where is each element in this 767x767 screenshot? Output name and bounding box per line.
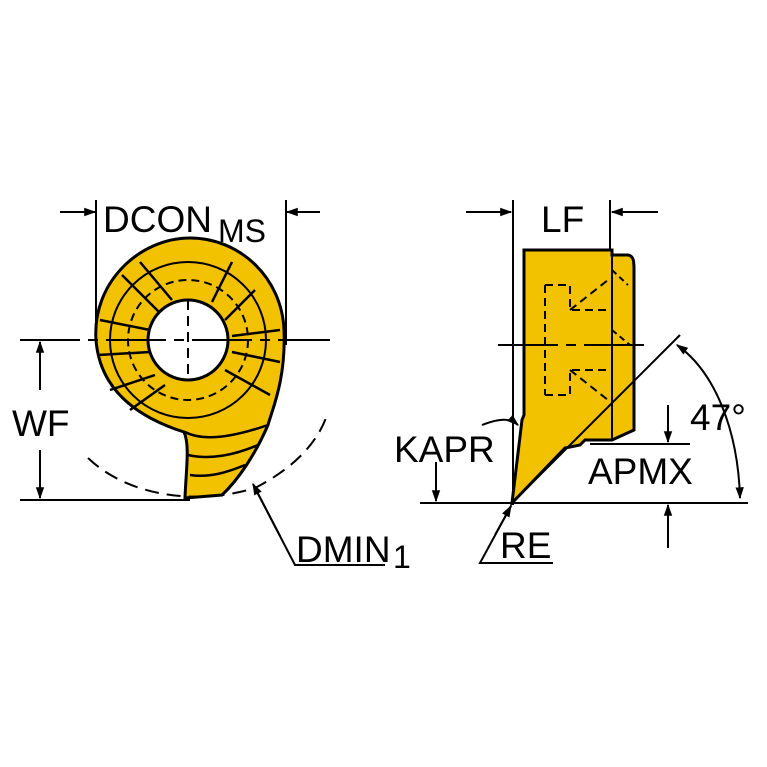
hidden-features-side xyxy=(544,255,631,440)
dmin-label: DMIN xyxy=(296,529,391,570)
angle-edge-line xyxy=(511,334,681,504)
wf-label: WF xyxy=(12,403,70,444)
dcon-label: DCON xyxy=(103,199,212,240)
angle-arc xyxy=(676,344,744,500)
lf-label: LF xyxy=(541,199,584,240)
angle-label: 47° xyxy=(690,397,746,438)
kapr-label: KAPR xyxy=(394,429,495,470)
re-arrow xyxy=(494,504,512,536)
kapr-arrow xyxy=(481,414,519,426)
dmin-arrow xyxy=(252,482,281,537)
centerlines-front xyxy=(20,300,330,380)
dmin-arc xyxy=(87,411,329,498)
dcon-subscript: MS xyxy=(218,213,266,249)
dcon-extension-lines xyxy=(95,200,287,345)
side-view xyxy=(420,200,748,564)
dmin-subscript: 1 xyxy=(393,539,411,575)
apmx-label: APMX xyxy=(588,451,693,492)
re-label: RE xyxy=(500,525,551,566)
front-view xyxy=(20,200,385,566)
flute-lines xyxy=(97,261,281,477)
